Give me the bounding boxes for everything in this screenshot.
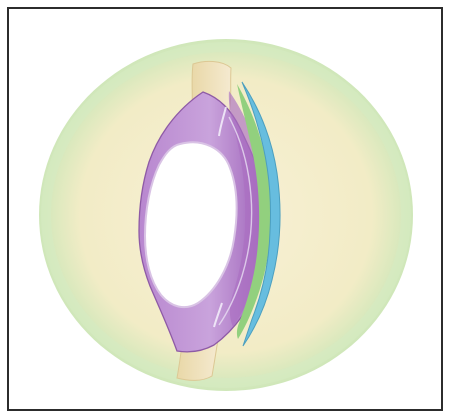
eye-anatomy-diagram (0, 0, 452, 420)
